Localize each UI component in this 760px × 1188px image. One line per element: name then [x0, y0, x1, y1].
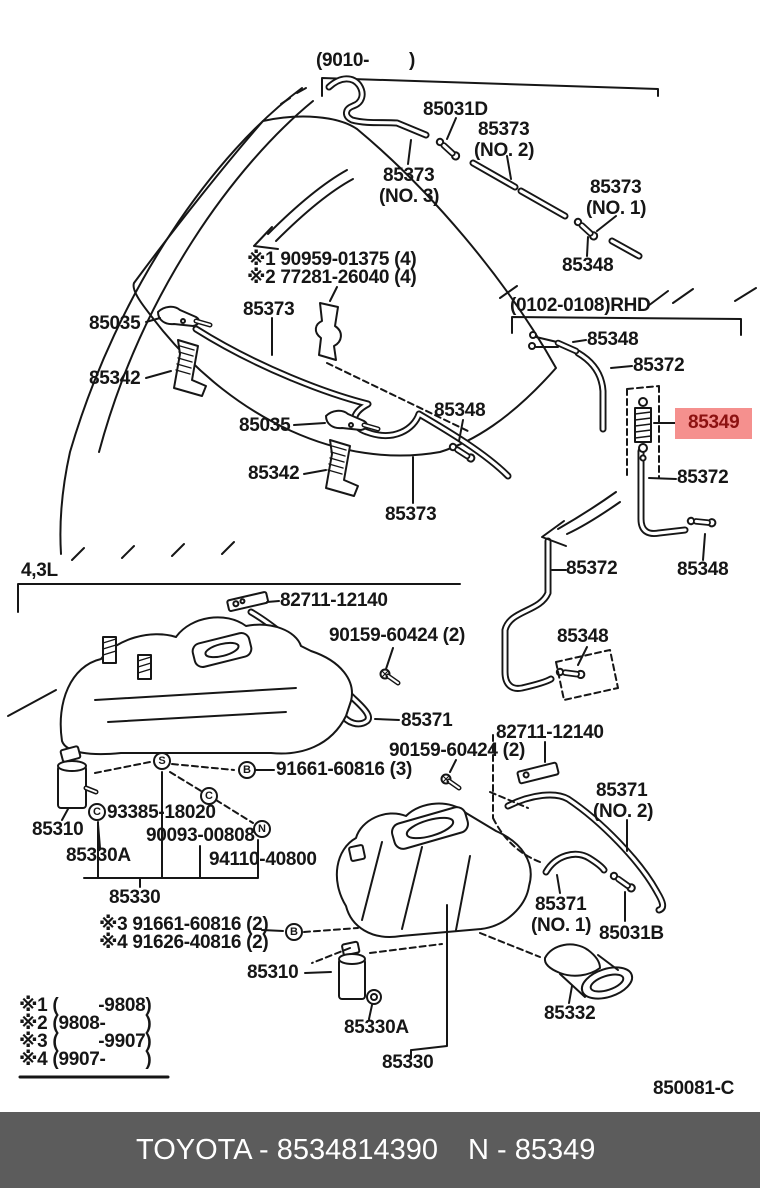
- part-label: ※1 ( -9808): [19, 995, 152, 1016]
- footer-part-number: TOYOTA - 8534814390: [136, 1133, 439, 1166]
- part-label: 85373: [590, 177, 642, 198]
- part-label: 85348: [677, 559, 729, 580]
- part-label: (NO. 1): [586, 198, 647, 219]
- part-label: ※4 (9907- ): [19, 1049, 152, 1070]
- part-label: 90093-00808: [146, 825, 255, 846]
- part-label: 85373: [385, 504, 437, 525]
- nozzle-85332: [543, 943, 634, 1000]
- leader-lines: [61, 117, 706, 1059]
- part-label: (NO. 2): [593, 801, 654, 822]
- part-label: ※2 (9808- ): [19, 1013, 152, 1034]
- part-label: ※3 91661-60816 (2): [99, 914, 269, 935]
- part-label: 82711-12140: [496, 722, 604, 743]
- part-label: 4,3L: [21, 560, 58, 581]
- washer-tank-upper: [59, 616, 353, 756]
- part-label: 85348: [557, 626, 609, 647]
- part-label: 85332: [544, 1003, 596, 1024]
- part-label: 90159-60424 (2): [329, 625, 465, 646]
- part-label: (NO. 1): [531, 915, 592, 936]
- part-label: (9010- ): [316, 50, 415, 71]
- part-label: 85310: [247, 962, 299, 983]
- footer-reference-number: N - 85349: [468, 1133, 596, 1166]
- part-label: ※2 77281-26040 (4): [247, 267, 417, 288]
- part-label: 85348: [562, 255, 614, 276]
- part-label: 85035: [89, 313, 141, 334]
- part-label: (0102-0108)RHD: [510, 295, 651, 316]
- rear-window: [132, 115, 557, 457]
- part-label: 85371: [596, 780, 648, 801]
- fastener-marker: B: [285, 923, 303, 941]
- section-brackets: [17, 77, 742, 1079]
- part-label: 91661-60816 (3): [276, 759, 412, 780]
- part-label: 850081-C: [653, 1078, 735, 1099]
- fastener-marker: B: [238, 761, 256, 779]
- part-label: 85330A: [66, 845, 131, 866]
- diagram-artwork: [7, 0, 757, 1079]
- dashed-lines: [94, 362, 660, 964]
- flow-arrow: [541, 491, 621, 547]
- footer-bar: TOYOTA - 8534814390 N - 85349: [0, 1112, 760, 1188]
- part-label: (NO. 2): [474, 140, 535, 161]
- part-label: ※1 90959-01375 (4): [247, 249, 417, 270]
- part-label: 85373: [383, 165, 435, 186]
- fastener-marker: C: [88, 803, 106, 821]
- fastener-marker: S: [153, 752, 171, 770]
- part-label: 85330A: [344, 1017, 409, 1038]
- part-label: 85310: [32, 819, 84, 840]
- part-label: 85373: [478, 119, 530, 140]
- part-label: 85348: [434, 400, 486, 421]
- highlighted-part-label: 85349: [675, 408, 753, 439]
- part-label: 85035: [239, 415, 291, 436]
- part-label: 85371: [401, 710, 453, 731]
- part-label: 85372: [566, 558, 618, 579]
- part-label: 85342: [248, 463, 300, 484]
- part-label: 85372: [677, 467, 729, 488]
- fastener-marker: N: [253, 820, 271, 838]
- part-label: 85373: [243, 299, 295, 320]
- part-label: ※3 ( -9907): [19, 1031, 152, 1052]
- part-label: 93385-18020: [107, 802, 216, 823]
- part-label: 85031D: [423, 99, 488, 120]
- washer-tank-lower: [335, 802, 532, 938]
- washer-pump-upper: [57, 745, 99, 809]
- part-label: 85330: [109, 887, 161, 908]
- part-label: 85372: [633, 355, 685, 376]
- check-valve-85349: [634, 397, 652, 462]
- part-label: 85348: [587, 329, 639, 350]
- part-label: 94110-40800: [209, 849, 317, 870]
- washer-pump-lower: [338, 940, 382, 1005]
- connectors-and-fittings: [158, 138, 716, 893]
- part-label: 85342: [89, 368, 141, 389]
- fastener-marker: C: [200, 787, 218, 805]
- part-label: 90159-60424 (2): [389, 740, 525, 761]
- part-label: 85371: [535, 894, 587, 915]
- part-label: 85330: [382, 1052, 434, 1073]
- part-label: 85031B: [599, 923, 664, 944]
- part-label: 82711-12140: [280, 590, 388, 611]
- part-label: (NO. 3): [379, 186, 440, 207]
- part-label: ※4 91626-40816 (2): [99, 932, 269, 953]
